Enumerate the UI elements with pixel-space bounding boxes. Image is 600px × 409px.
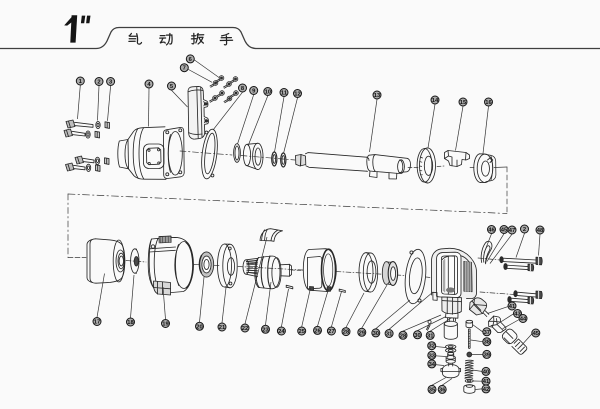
svg-text:41: 41 [509, 304, 516, 310]
svg-text:41: 41 [483, 379, 490, 385]
svg-text:2: 2 [523, 227, 526, 233]
svg-text:26: 26 [314, 328, 321, 334]
svg-text:29: 29 [359, 330, 366, 336]
svg-text:20: 20 [196, 324, 202, 330]
svg-text:43: 43 [514, 312, 521, 318]
svg-text:48: 48 [537, 228, 544, 234]
svg-text:4: 4 [147, 82, 151, 88]
svg-text:13: 13 [374, 93, 381, 99]
svg-text:21: 21 [219, 325, 226, 331]
svg-text:17: 17 [94, 320, 100, 326]
svg-text:18: 18 [127, 320, 134, 326]
svg-text:35: 35 [429, 387, 436, 393]
svg-text:19: 19 [162, 322, 169, 328]
svg-text:37: 37 [484, 330, 490, 336]
svg-text:46: 46 [488, 228, 495, 234]
svg-text:40: 40 [483, 369, 489, 375]
svg-text:30: 30 [373, 331, 379, 337]
svg-text:45: 45 [501, 228, 508, 234]
svg-text:25: 25 [298, 329, 305, 335]
svg-text:11: 11 [281, 91, 288, 97]
svg-text:14: 14 [432, 98, 439, 104]
svg-text:31: 31 [427, 333, 434, 339]
svg-text:47: 47 [509, 228, 515, 234]
svg-text:22: 22 [242, 326, 248, 332]
svg-text:8: 8 [241, 86, 245, 92]
svg-text:38: 38 [484, 340, 491, 346]
svg-text:12: 12 [294, 92, 300, 98]
svg-text:24: 24 [278, 329, 285, 335]
svg-text:39: 39 [484, 352, 491, 358]
svg-text:30: 30 [414, 333, 420, 339]
svg-text:6: 6 [189, 57, 193, 63]
svg-text:16: 16 [485, 100, 492, 106]
svg-text:36: 36 [439, 387, 446, 393]
svg-text:7: 7 [183, 66, 186, 72]
svg-text:5: 5 [170, 84, 174, 90]
svg-text:34: 34 [429, 362, 436, 368]
svg-text:32: 32 [428, 344, 434, 350]
svg-text:9: 9 [252, 89, 256, 95]
svg-text:23: 23 [262, 327, 269, 333]
svg-text:1: 1 [79, 79, 83, 85]
svg-text:42: 42 [483, 387, 489, 393]
svg-text:45: 45 [533, 331, 540, 337]
svg-text:31: 31 [386, 332, 393, 338]
svg-text:2: 2 [97, 80, 100, 86]
svg-text:33: 33 [429, 353, 436, 359]
svg-text:3: 3 [109, 80, 113, 86]
svg-text:28: 28 [400, 333, 407, 339]
svg-text:27: 27 [328, 329, 334, 335]
svg-text:15: 15 [460, 100, 467, 106]
svg-text:10: 10 [265, 90, 271, 96]
svg-text:28: 28 [343, 330, 350, 336]
svg-text:44: 44 [520, 317, 527, 323]
